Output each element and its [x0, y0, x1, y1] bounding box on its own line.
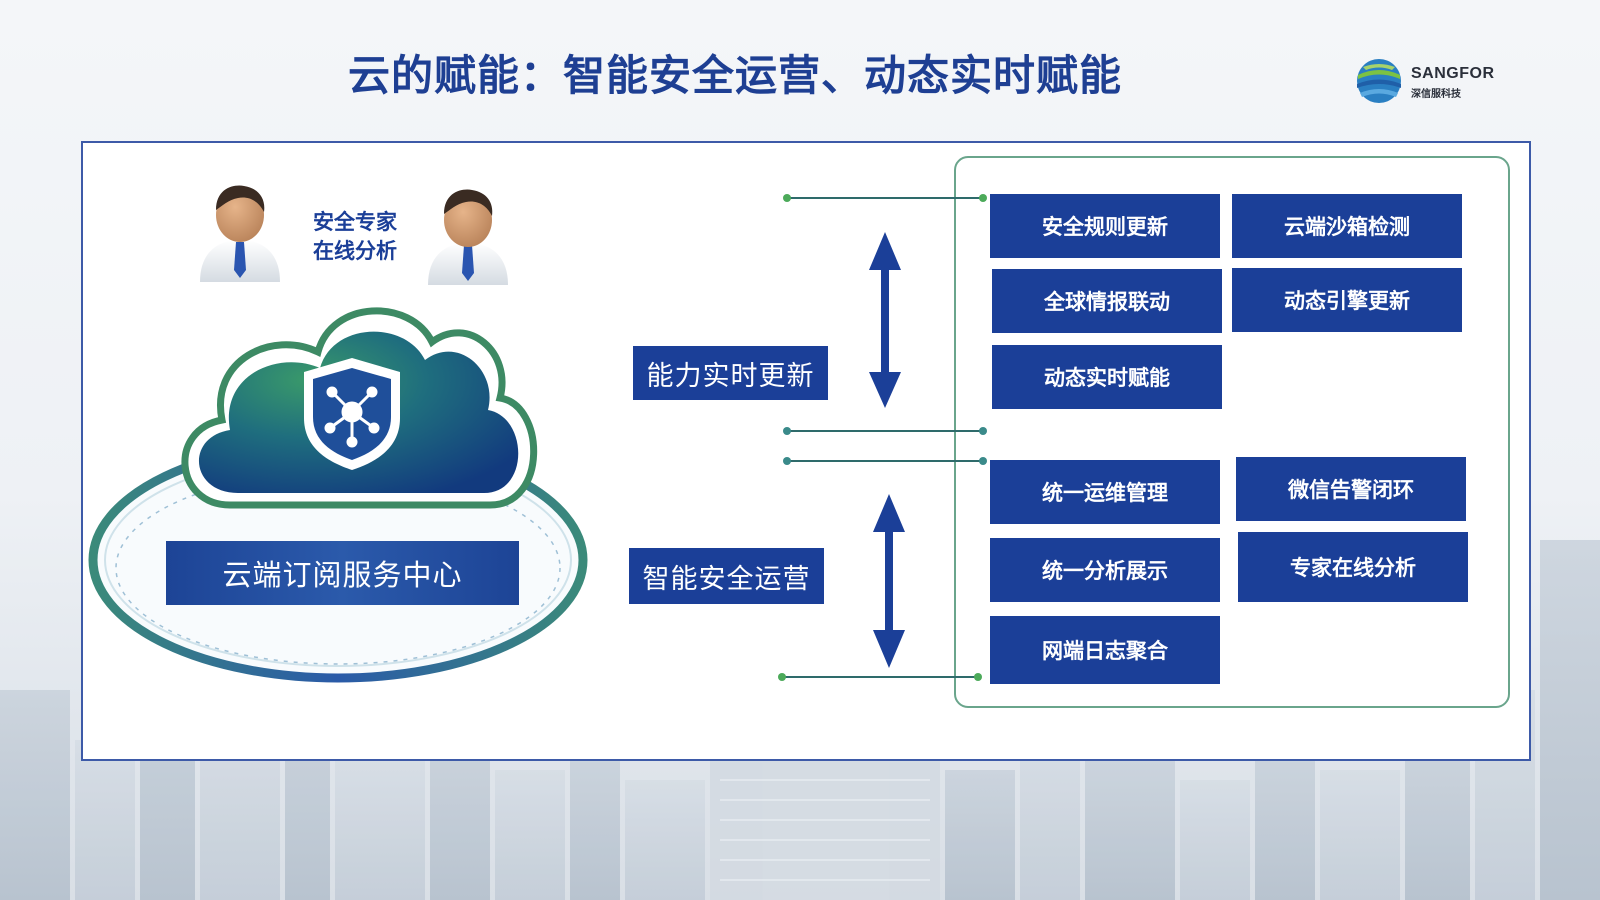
feature-log-aggregation: 网端日志聚合 — [990, 616, 1220, 684]
shield-network-icon — [304, 358, 400, 470]
feature-engine-update: 动态引擎更新 — [1232, 268, 1462, 332]
logo-name: SANGFOR — [1411, 65, 1495, 82]
expert-caption-line2: 在线分析 — [313, 239, 397, 263]
feature-cloud-sandbox: 云端沙箱检测 — [1232, 194, 1462, 258]
expert-avatar-left-icon — [200, 185, 280, 282]
double-arrow-top-icon — [869, 232, 901, 408]
feature-global-intel: 全球情报联动 — [992, 269, 1222, 333]
double-arrow-bottom-icon — [873, 494, 905, 668]
feature-security-rule-update: 安全规则更新 — [990, 194, 1220, 258]
sangfor-logo: SANGFOR 深信服科技 — [1355, 55, 1505, 107]
security-operation-label: 智能安全运营 — [629, 548, 824, 604]
slide-title: 云的赋能：智能安全运营、动态实时赋能 — [347, 51, 1122, 100]
capability-update-label: 能力实时更新 — [633, 346, 828, 400]
expert-caption-line1: 安全专家 — [313, 210, 397, 234]
connector-lines — [778, 194, 987, 681]
feature-unified-analysis: 统一分析展示 — [990, 538, 1220, 602]
expert-avatar-right-icon — [428, 189, 508, 285]
globe-logo-icon — [1357, 59, 1401, 103]
feature-wechat-alert: 微信告警闭环 — [1236, 457, 1466, 521]
feature-unified-ops: 统一运维管理 — [990, 460, 1220, 524]
expert-caption: 安全专家 在线分析 — [300, 208, 410, 266]
logo-subtitle: 深信服科技 — [1411, 89, 1461, 100]
feature-expert-analysis: 专家在线分析 — [1238, 532, 1468, 602]
cloud-service-center-label: 云端订阅服务中心 — [166, 541, 519, 605]
feature-dynamic-empower: 动态实时赋能 — [992, 345, 1222, 409]
